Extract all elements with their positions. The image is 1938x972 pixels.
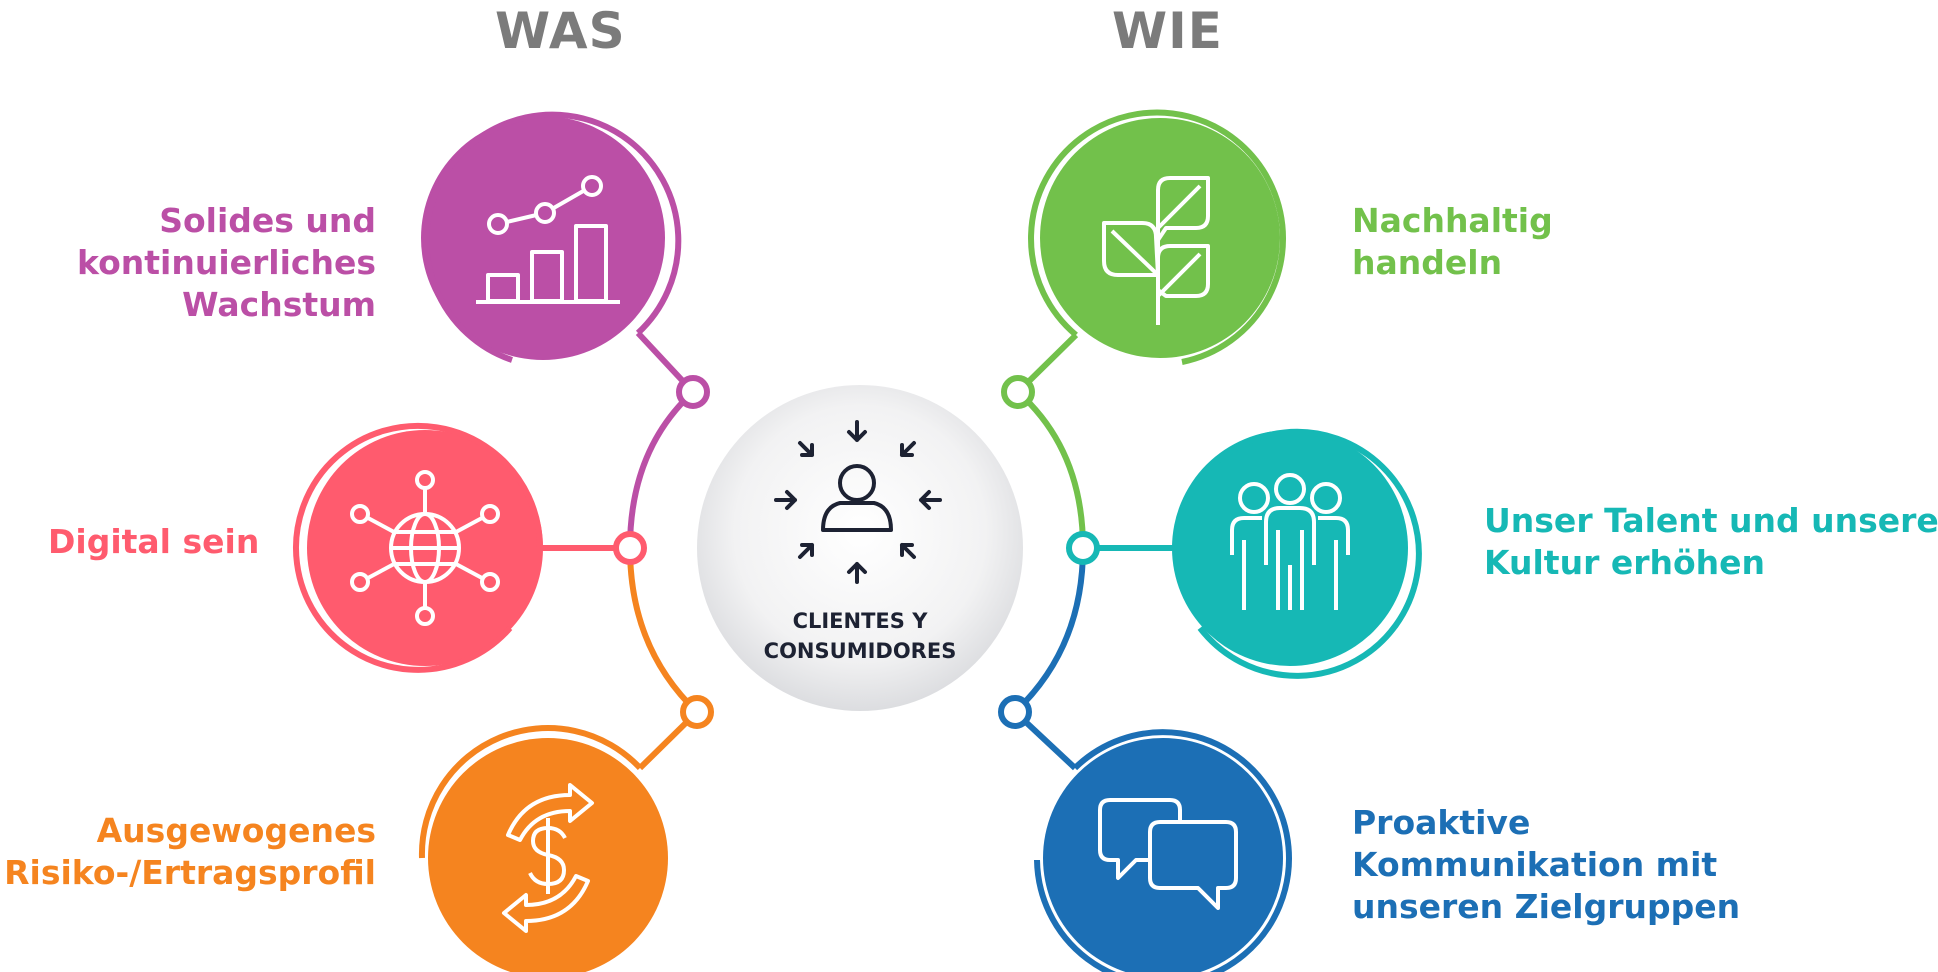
center-label-line1: CLIENTES Y <box>792 609 928 633</box>
dollar-cycle-icon <box>502 783 594 933</box>
leaf-plant-icon <box>1102 176 1210 325</box>
label-growth-line3: Wachstum <box>182 285 376 324</box>
node-risk <box>418 725 668 972</box>
dot-communication <box>998 695 1032 729</box>
center-node <box>697 385 1023 711</box>
label-digital-line1: Digital sein <box>48 522 260 561</box>
label-growth: Solides und kontinuierliches Wachstum <box>77 200 376 326</box>
person-focus-icon <box>774 420 942 584</box>
connector-arc-risk <box>627 547 700 715</box>
label-risk-line2: Risiko-/Ertragsprofil <box>4 853 376 892</box>
dot-talent <box>1066 531 1100 565</box>
node-talent <box>1172 428 1422 679</box>
label-risk: Ausgewogenes Risiko-/Ertragsprofil <box>4 810 376 894</box>
connector-arc-growth <box>627 389 696 549</box>
label-sustain-line2: handeln <box>1352 243 1503 282</box>
label-talent-line1: Unser Talent und unsere <box>1484 501 1938 540</box>
label-communication: Proaktive Kommunikation mit unseren Ziel… <box>1352 802 1740 928</box>
dot-growth <box>676 375 710 409</box>
center-label: CLIENTES Y CONSUMIDORES <box>690 606 1030 666</box>
label-talent-line2: Kultur erhöhen <box>1484 543 1766 582</box>
node-digital <box>293 422 543 673</box>
heading-was: WAS <box>495 2 626 60</box>
node-communication <box>1034 729 1292 972</box>
label-growth-line2: kontinuierliches <box>77 243 376 282</box>
growth-chart-icon <box>476 175 620 304</box>
node-sustain <box>1028 109 1286 365</box>
center-label-line2: CONSUMIDORES <box>763 639 957 663</box>
node-growth <box>421 111 682 363</box>
dot-sustain <box>1001 375 1035 409</box>
dot-digital <box>613 531 647 565</box>
label-growth-line1: Solides und <box>159 201 376 240</box>
connector-arc-communication <box>1012 547 1086 715</box>
label-risk-line1: Ausgewogenes <box>96 811 376 850</box>
label-sustain: Nachhaltig handeln <box>1352 200 1553 284</box>
label-sustain-line1: Nachhaltig <box>1352 201 1553 240</box>
label-communication-line3: unseren Zielgruppen <box>1352 887 1741 926</box>
globe-network-icon <box>350 470 500 626</box>
label-talent: Unser Talent und unsere Kultur erhöhen <box>1484 500 1938 584</box>
label-digital: Digital sein <box>48 521 259 563</box>
connector-arc-sustain <box>1016 389 1086 549</box>
label-communication-line2: Kommunikation mit <box>1352 845 1718 884</box>
people-group-icon <box>1230 473 1350 610</box>
heading-wie: WIE <box>1112 2 1223 60</box>
dot-risk <box>680 695 714 729</box>
chat-bubbles-icon <box>1098 798 1238 910</box>
connector-dots <box>613 375 1100 729</box>
label-communication-line1: Proaktive <box>1352 803 1531 842</box>
